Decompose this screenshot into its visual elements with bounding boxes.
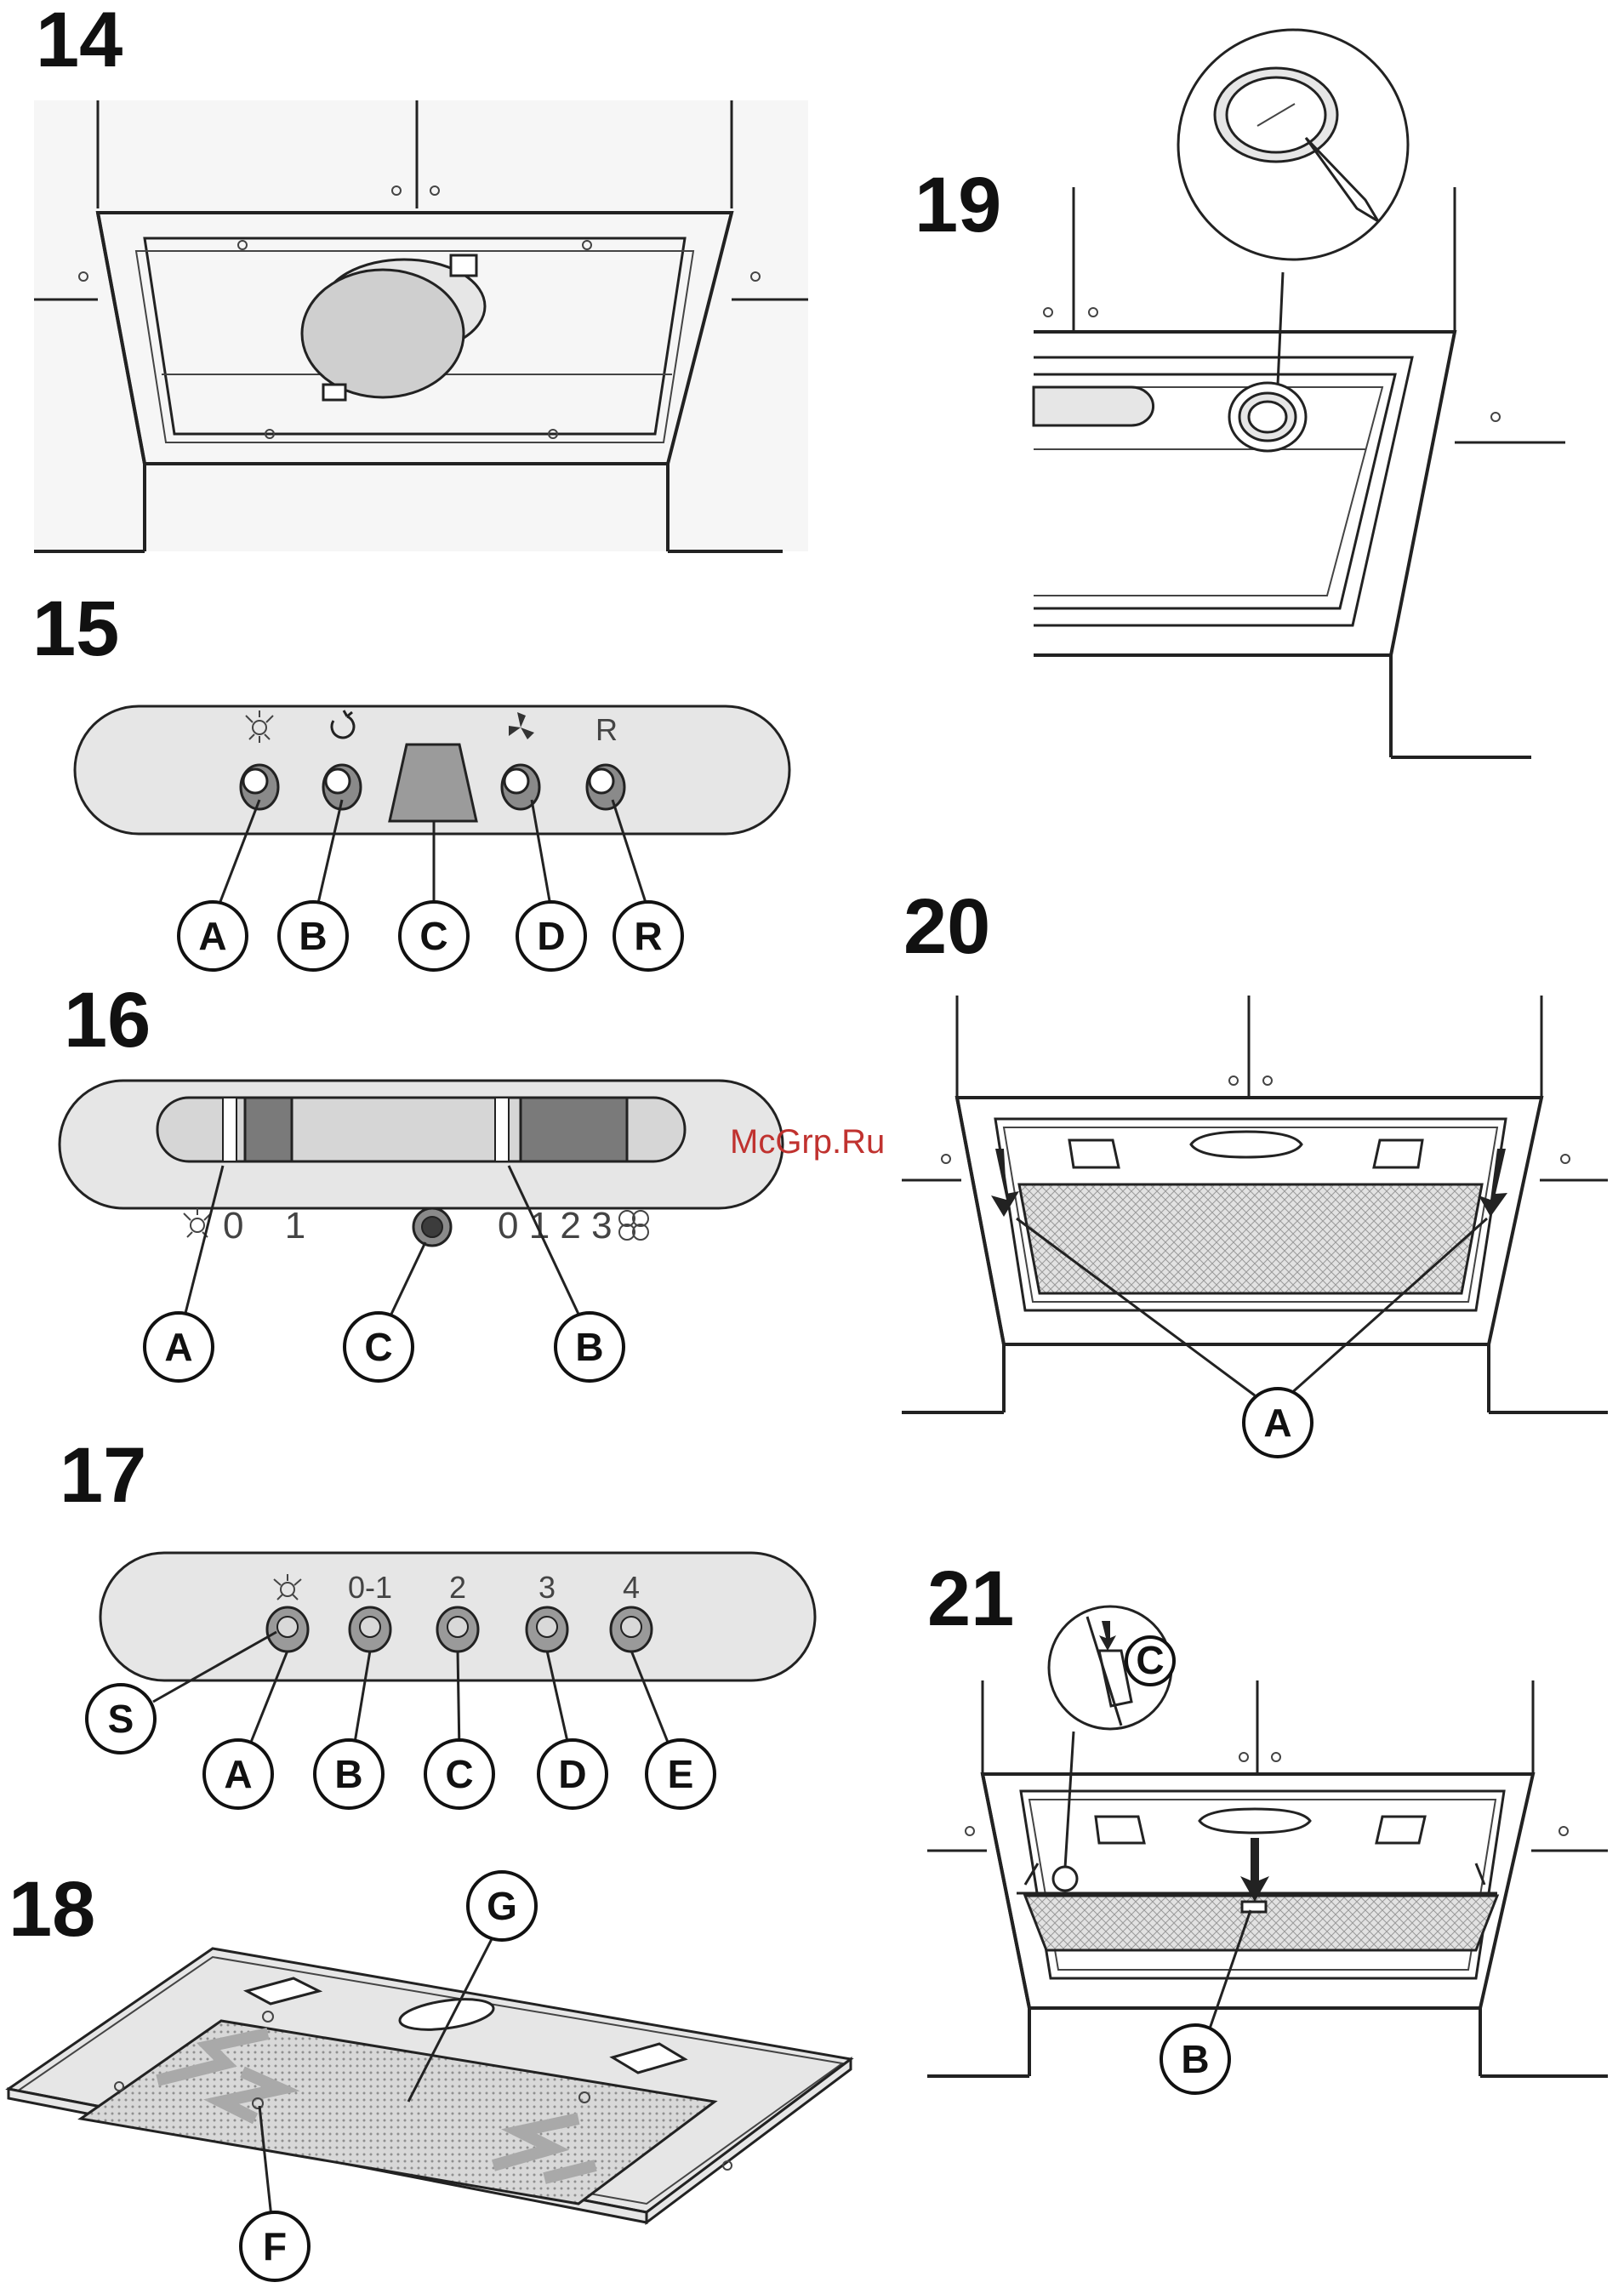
figure-17: 17 0-1 2 3 4 S A B C D (60, 1432, 815, 1808)
label-speed-0-1: 0-1 (348, 1570, 392, 1605)
svg-text:B: B (575, 1325, 603, 1369)
button-light[interactable] (267, 1607, 308, 1652)
callout-17-s: S (87, 1685, 155, 1753)
figure-19: 19 (915, 30, 1565, 757)
figure-19-number: 19 (915, 162, 1001, 248)
svg-text:G: G (487, 1884, 517, 1928)
svg-text:C: C (364, 1325, 392, 1369)
figure-20: 20 A (902, 883, 1608, 1457)
callout-15-d: D (517, 902, 585, 970)
callout-15-c: C (400, 902, 468, 970)
svg-text:B: B (1181, 2037, 1209, 2081)
callout-15-b: B (279, 902, 347, 970)
figure-21-drawing: B C (927, 1606, 1608, 2093)
callout-21-b: B (1161, 2025, 1229, 2093)
svg-text:F: F (263, 2224, 287, 2268)
svg-text:A: A (1263, 1401, 1291, 1445)
svg-text:B: B (334, 1752, 362, 1796)
label-speed-2: 2 (449, 1570, 466, 1605)
callout-18-g: G (468, 1872, 536, 1940)
svg-text:D: D (558, 1752, 586, 1796)
svg-text:C: C (445, 1752, 473, 1796)
figure-16: 16 0 1 0 1 2 3 A (60, 977, 783, 1381)
figure-17-number: 17 (60, 1432, 146, 1519)
svg-text:A: A (164, 1325, 192, 1369)
grease-filter (1019, 1184, 1482, 1293)
callout-17-d: D (538, 1740, 607, 1808)
slider-fan[interactable] (521, 1098, 627, 1161)
figure-14-drawing (34, 100, 808, 551)
figure-15-control-panel: R A B C D R (75, 706, 789, 970)
figure-15: 15 R (32, 585, 789, 970)
figure-14-number: 14 (36, 0, 123, 83)
reset-label: R (595, 712, 618, 747)
fan-icon (619, 1211, 648, 1240)
figure-17-control-panel: 0-1 2 3 4 S A B C D E (87, 1553, 815, 1808)
button-speed-0-1[interactable] (350, 1607, 390, 1652)
callout-21-c: C (1126, 1637, 1174, 1685)
button-speed-2[interactable] (437, 1607, 478, 1652)
fan-scale: 0 1 2 3 (498, 1205, 613, 1247)
svg-text:S: S (108, 1697, 134, 1741)
button-reset[interactable] (587, 765, 624, 809)
figure-18-filter-panel: G F (9, 1872, 851, 2280)
callout-17-e: E (647, 1740, 715, 1808)
svg-text:B: B (299, 914, 327, 958)
figure-20-number: 20 (903, 883, 990, 970)
figure-21-number: 21 (927, 1555, 1014, 1642)
callout-17-c: C (425, 1740, 493, 1808)
callout-17-a: A (204, 1740, 272, 1808)
figure-14: 14 (34, 0, 808, 551)
figure-21: 21 (927, 1555, 1608, 2093)
callout-20-a: A (1244, 1389, 1312, 1457)
indicator-lamp (413, 1208, 451, 1246)
callout-15-a: A (179, 902, 247, 970)
callout-15-r: R (614, 902, 682, 970)
svg-text:C: C (1136, 1638, 1164, 1682)
figure-15-number: 15 (32, 585, 119, 672)
svg-text:E: E (668, 1752, 694, 1796)
slider-light[interactable] (245, 1098, 292, 1161)
button-speed-3[interactable] (527, 1607, 567, 1652)
figure-18-number: 18 (9, 1866, 95, 1953)
callout-16-b: B (556, 1313, 624, 1381)
callout-17-b: B (315, 1740, 383, 1808)
svg-text:A: A (198, 914, 226, 958)
svg-text:C: C (419, 914, 447, 958)
callout-16-a: A (145, 1313, 213, 1381)
figure-18: 18 G F (9, 1866, 851, 2280)
label-speed-3: 3 (538, 1570, 556, 1605)
callout-18-f: F (241, 2212, 309, 2280)
figure-16-number: 16 (64, 977, 151, 1064)
figure-19-drawing (1034, 30, 1565, 757)
watermark: McGrp.Ru (730, 1123, 885, 1161)
button-fan[interactable] (502, 765, 539, 809)
svg-text:D: D (537, 914, 565, 958)
svg-text:R: R (634, 914, 662, 958)
button-speed-4[interactable] (611, 1607, 652, 1652)
label-speed-4: 4 (623, 1570, 640, 1605)
figure-16-control-panel: 0 1 0 1 2 3 A C B (60, 1081, 783, 1381)
callout-16-c: C (345, 1313, 413, 1381)
svg-text:A: A (224, 1752, 252, 1796)
light-scale: 0 1 (223, 1205, 321, 1247)
figure-20-drawing: A (902, 996, 1608, 1457)
